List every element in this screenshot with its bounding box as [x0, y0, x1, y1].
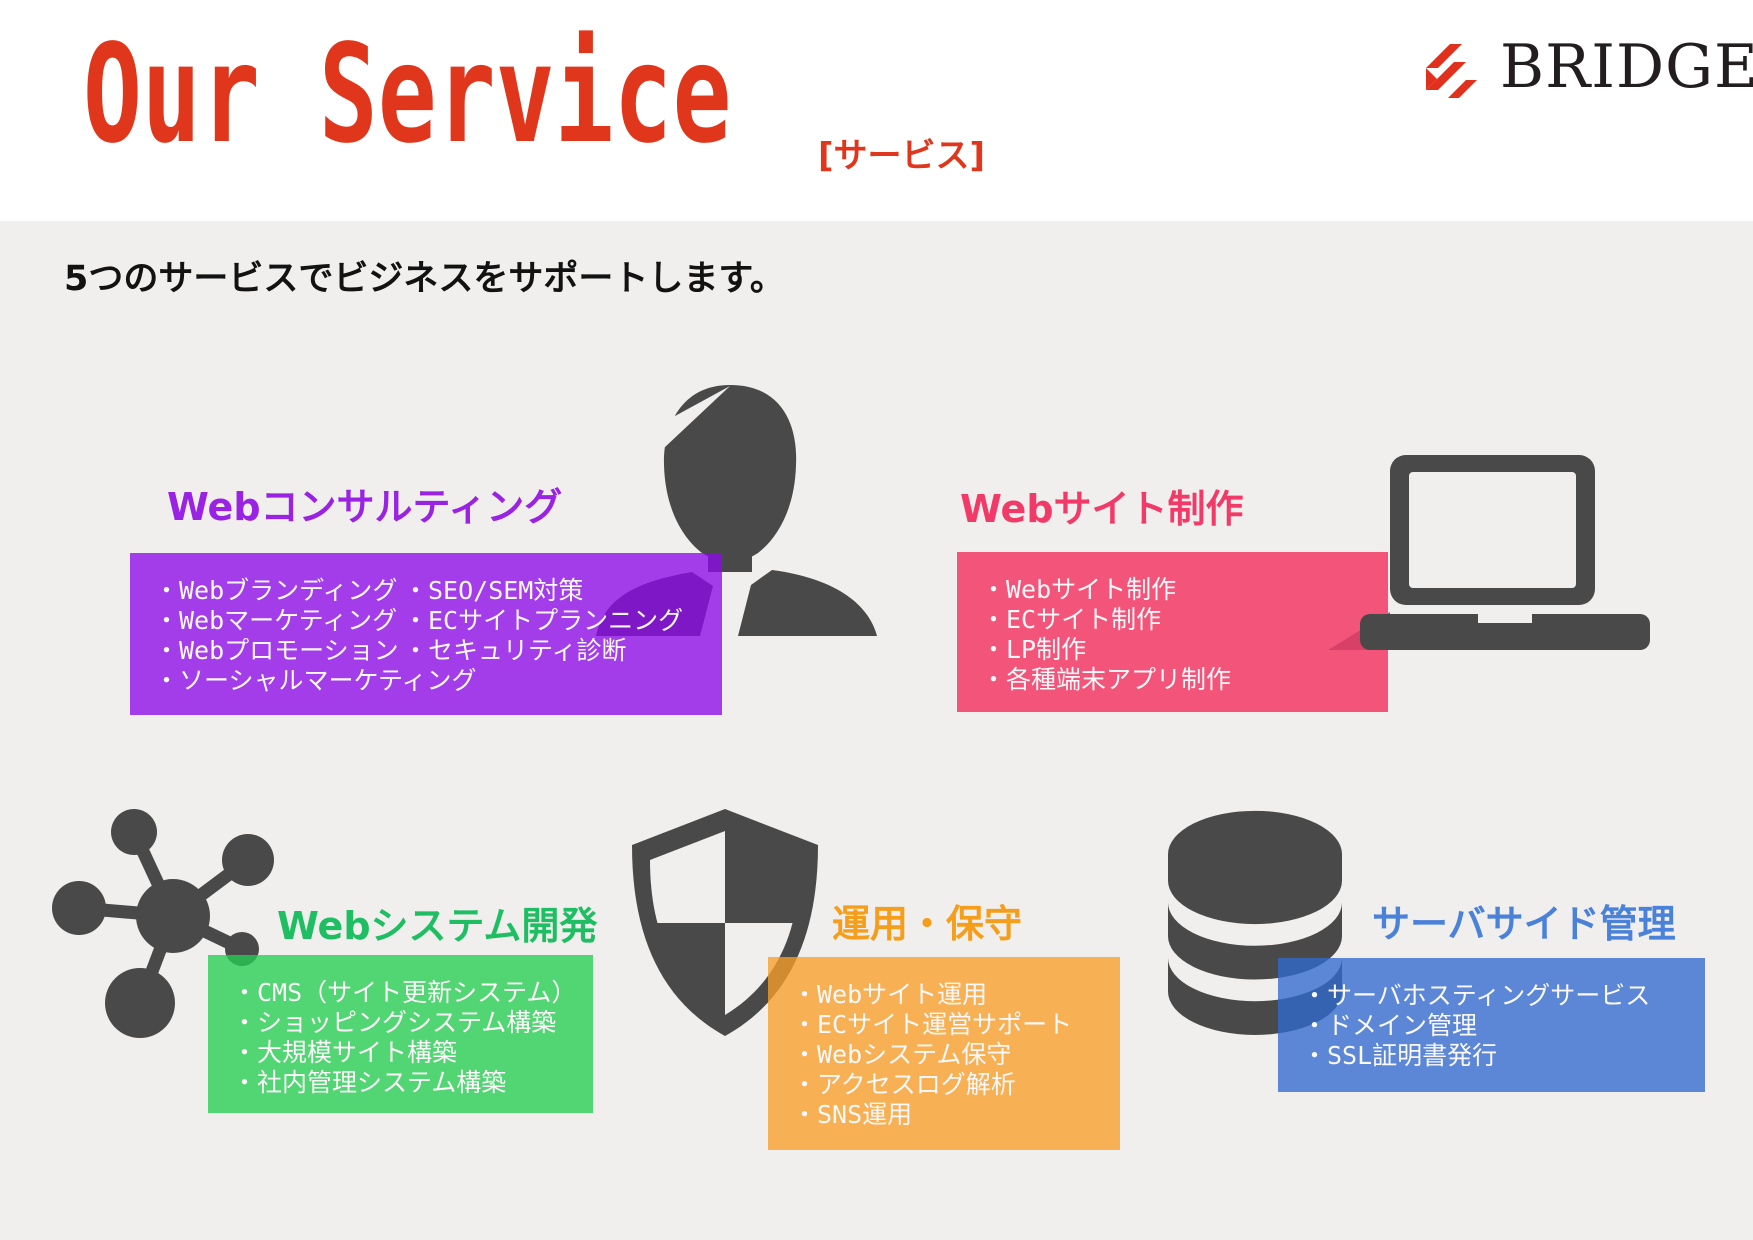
service-item-list: ・Webサイト運用 ・ECサイト運営サポート ・Webシステム保守 ・アクセスロ…: [792, 980, 1072, 1130]
service-item: ・Webサイト運用: [792, 980, 988, 1009]
service-item-list: ・サーバホスティングサービス ・ドメイン管理 ・SSL証明書発行: [1302, 981, 1650, 1071]
header-band: Our Service [サービス] BRIDGE: [0, 0, 1753, 221]
service-item: ・社内管理システム構築: [232, 1068, 507, 1097]
service-item: ・サーバホスティングサービス: [1302, 981, 1651, 1010]
service-item: ・ソーシャルマーケティング: [154, 666, 477, 695]
service-item: ・ECサイトプランニング: [403, 606, 684, 635]
service-item: ・セキュリティ診断: [403, 636, 627, 665]
card-operation-maintenance: ・Webサイト運用 ・ECサイト運営サポート ・Webシステム保守 ・アクセスロ…: [768, 957, 1120, 1150]
service-item-list: ・SEO/SEM対策 ・ECサイトプランニング ・セキュリティ診断: [403, 576, 683, 666]
intro-heading: 5つのサービスでビジネスをサポートします。: [64, 259, 785, 299]
card-system-development: ・CMS（サイト更新システム） ・ショッピングシステム構築 ・大規模サイト構築 …: [208, 955, 593, 1113]
service-item: ・SEO/SEM対策: [403, 576, 584, 605]
service-item: ・LP制作: [981, 635, 1087, 664]
service-item-list: ・Webブランディング ・Webマーケティング ・Webプロモーション ・ソーシ…: [154, 576, 477, 696]
page-subtitle: [サービス]: [818, 136, 986, 176]
service-item: ・ECサイト運営サポート: [792, 1010, 1073, 1039]
laptop-icon: [1360, 455, 1650, 650]
service-item: ・各種端末アプリ制作: [981, 665, 1232, 694]
service-item: ・Webプロモーション: [154, 636, 399, 665]
service-item: ・大規模サイト構築: [232, 1038, 458, 1067]
service-item: ・Webシステム保守: [792, 1040, 1012, 1069]
service-title-server-side: サーバサイド管理: [1372, 902, 1676, 946]
service-item: ・Webブランディング: [154, 576, 398, 605]
service-item: ・ECサイト制作: [981, 605, 1162, 634]
service-item: ・CMS（サイト更新システム）: [232, 978, 577, 1007]
service-title-system-development: Webシステム開発: [277, 904, 598, 948]
network-icon: [52, 809, 274, 1038]
card-web-consulting: ・Webブランディング ・Webマーケティング ・Webプロモーション ・ソーシ…: [130, 553, 722, 715]
service-title-operation-maintenance: 運用・保守: [832, 902, 1023, 946]
service-item-list: ・CMS（サイト更新システム） ・ショッピングシステム構築 ・大規模サイト構築 …: [232, 978, 576, 1098]
service-item: ・Webサイト制作: [981, 575, 1177, 604]
service-title-web-consulting: Webコンサルティング: [167, 485, 563, 529]
service-item: ・SSL証明書発行: [1302, 1041, 1498, 1070]
service-item: ・ショッピングシステム構築: [232, 1008, 557, 1037]
bridge-stripes-icon: [1426, 44, 1477, 98]
service-item: ・アクセスログ解析: [792, 1070, 1016, 1099]
service-title-website-production: Webサイト制作: [960, 487, 1244, 531]
service-item: ・SNS運用: [792, 1100, 913, 1129]
card-website-production: ・Webサイト制作 ・ECサイト制作 ・LP制作 ・各種端末アプリ制作: [957, 552, 1388, 712]
service-item: ・Webマーケティング: [154, 606, 398, 635]
card-server-side: ・サーバホスティングサービス ・ドメイン管理 ・SSL証明書発行: [1278, 958, 1705, 1092]
service-item: ・ドメイン管理: [1302, 1011, 1478, 1040]
page-title: Our Service: [83, 16, 732, 174]
logo-text: BRIDGE: [1500, 32, 1753, 102]
service-item-list: ・Webサイト制作 ・ECサイト制作 ・LP制作 ・各種端末アプリ制作: [981, 575, 1231, 695]
